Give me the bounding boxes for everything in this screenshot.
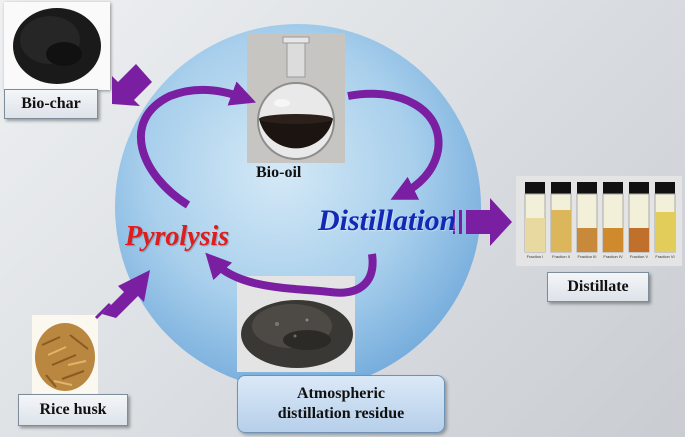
rice-husk-photo — [32, 315, 98, 397]
pyrolysis-label: Pyrolysis — [125, 221, 230, 252]
vial-label-4: Fraction IV — [603, 254, 623, 259]
arrow-to-bio-char — [112, 64, 152, 106]
residue-label: Atmospheric distillation residue — [237, 375, 445, 433]
vial-label-6: Fraction VI — [655, 254, 674, 259]
arrow-residue-to-pyrolysis — [205, 252, 377, 297]
residue-label-line2: distillation residue — [277, 405, 405, 422]
distillation-label: Distillation — [318, 204, 457, 237]
arrow-pyrolysis-to-bio-oil — [136, 81, 256, 209]
arrow-rice-husk-to-pyrolysis — [102, 270, 150, 318]
bio-char-label: Bio-char — [4, 89, 98, 119]
bio-char-photo — [4, 2, 110, 90]
vial-label-5: Fraction V — [630, 254, 649, 259]
distillate-label: Distillate — [547, 272, 649, 302]
bio-oil-flask-photo — [247, 33, 345, 163]
arrow-bio-oil-to-distillation — [347, 89, 443, 200]
distillate-vials-photo: Fraction I Fraction II Fraction III Frac… — [516, 176, 682, 266]
residue-label-line1: Atmospheric — [297, 385, 385, 402]
vial-label-2: Fraction II — [552, 254, 570, 259]
bio-oil-label: Bio-oil — [256, 164, 302, 181]
vial-label-1: Fraction I — [527, 254, 544, 259]
vial-label-3: Fraction III — [578, 254, 597, 259]
arrow-to-distillate — [466, 198, 512, 246]
rice-husk-label: Rice husk — [18, 394, 128, 426]
